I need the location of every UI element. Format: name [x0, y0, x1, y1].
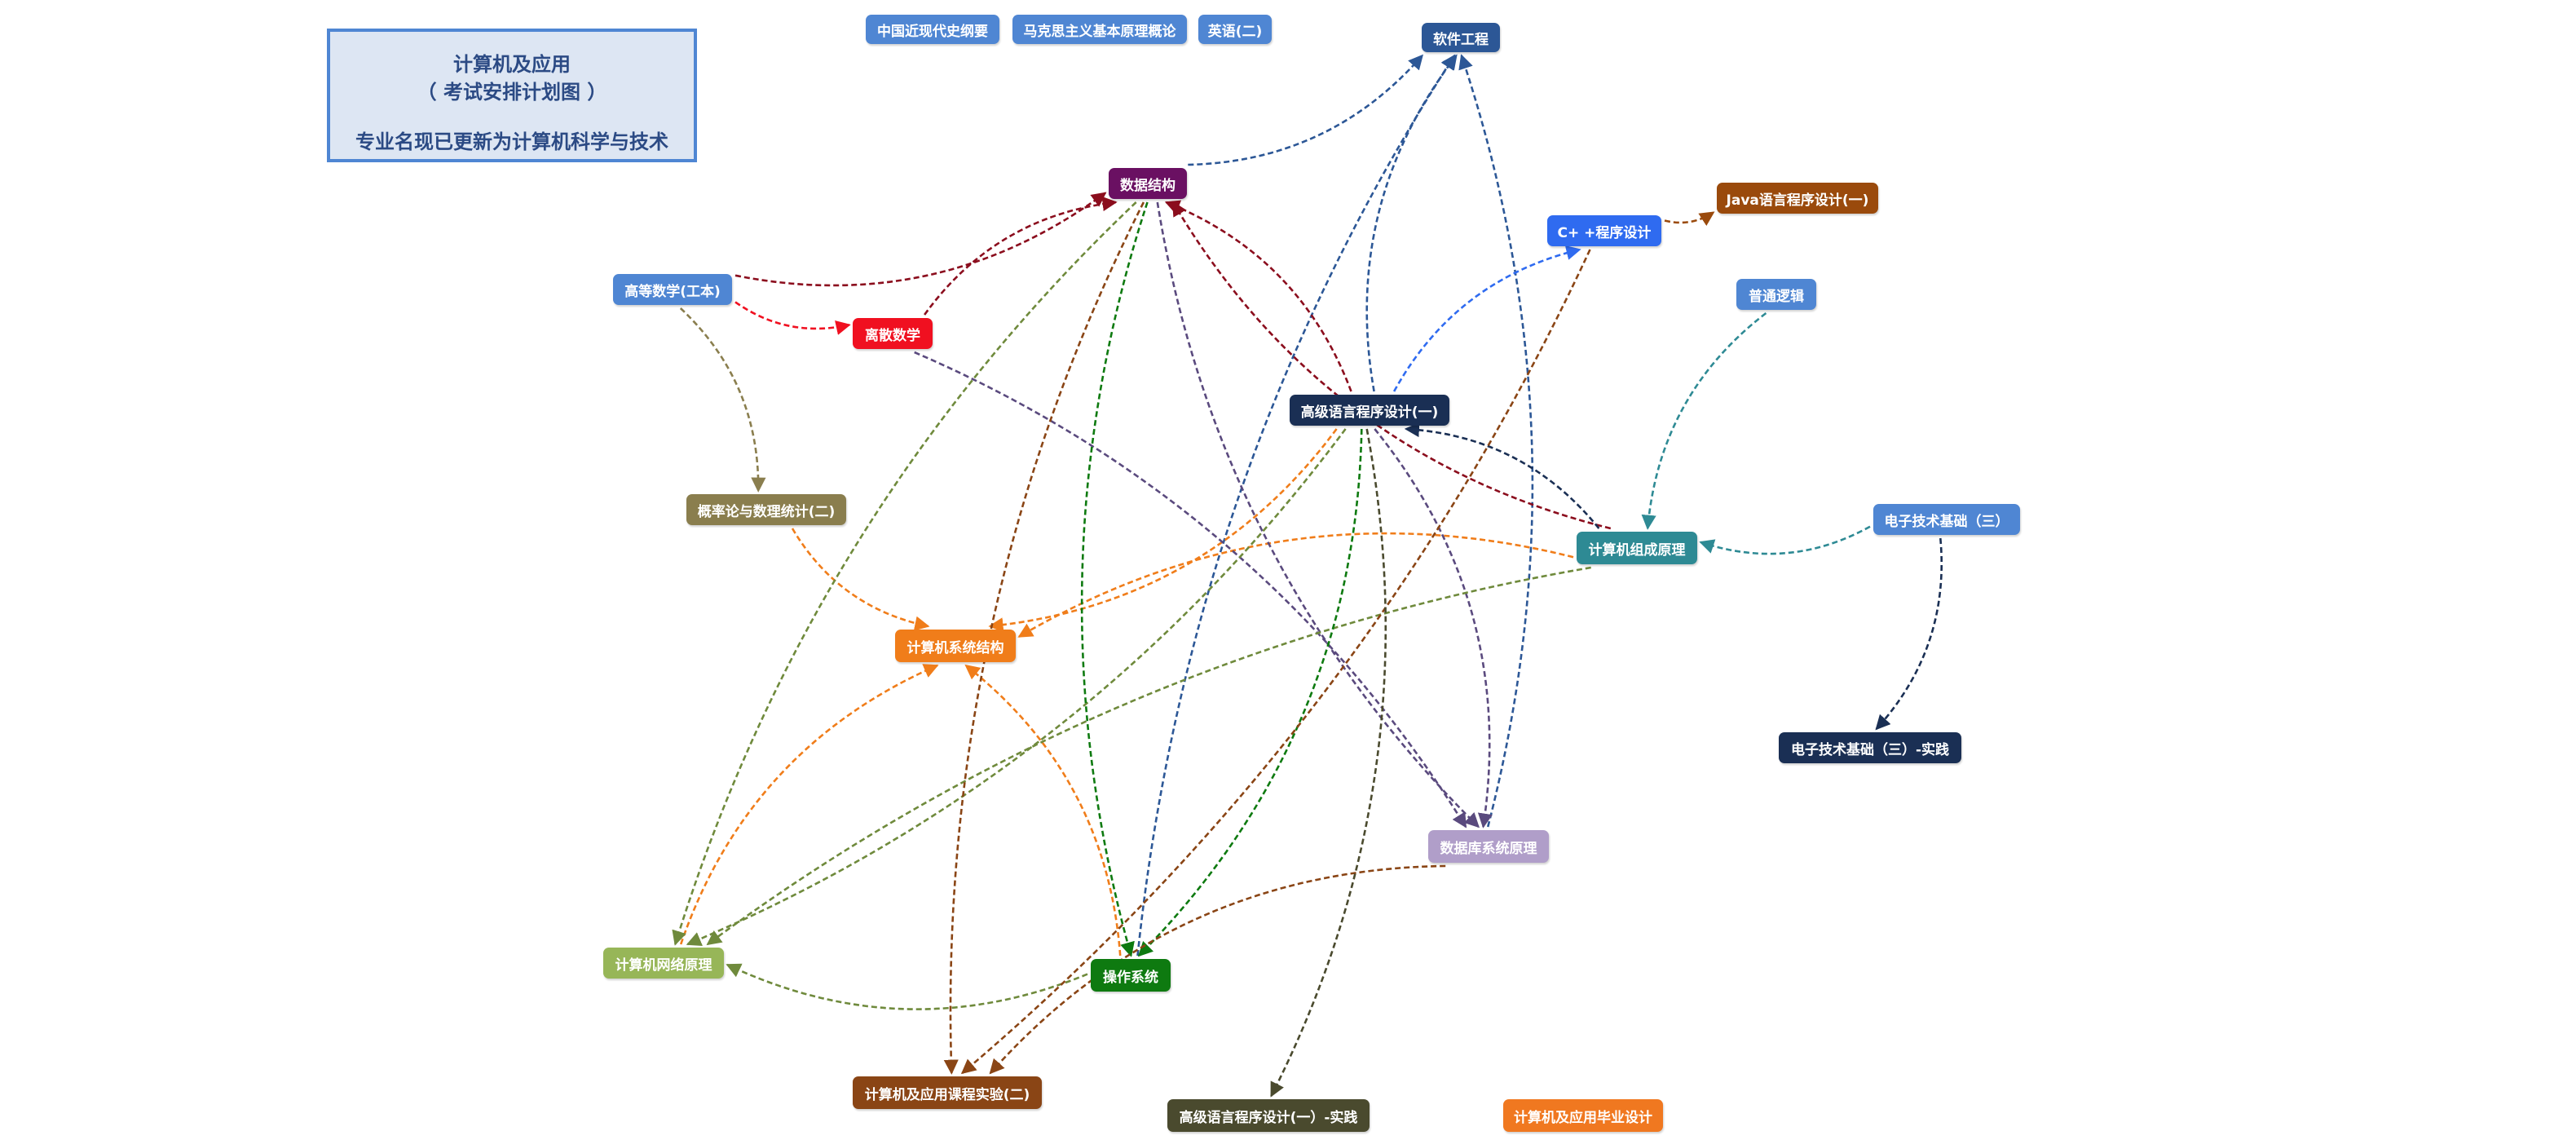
- course-node-caozuo[interactable]: 操作系统: [1091, 959, 1171, 992]
- edge-gaoshu-to-shuju: [734, 192, 1107, 287]
- course-node-jiegou[interactable]: 计算机系统结构: [895, 630, 1016, 662]
- edge-zucheng-to-jiegou: [1017, 532, 1574, 638]
- edge-lisan-to-shujuku: [914, 351, 1467, 828]
- course-node-ruanjian[interactable]: 软件工程: [1422, 23, 1500, 52]
- edge-shuju-to-ruanjian: [1188, 54, 1424, 166]
- title-line-2: （ 考试安排计划图 ）: [417, 81, 607, 104]
- course-node-yingyu[interactable]: 英语(二): [1198, 15, 1272, 44]
- course-node-shuju[interactable]: 数据结构: [1109, 168, 1187, 199]
- edge-caozuo-to-jiegou: [964, 664, 1122, 957]
- course-node-gaoji[interactable]: 高级语言程序设计(一): [1290, 395, 1449, 426]
- edge-shujuku-to-kecheng: [989, 864, 1446, 1075]
- edge-gaoji-to-caozuo: [1137, 428, 1363, 957]
- edge-gaoshu-to-lisan: [734, 301, 851, 335]
- course-node-shujuku[interactable]: 数据库系统原理: [1428, 830, 1549, 863]
- edge-putong-to-zucheng: [1641, 312, 1767, 530]
- edge-dianzi-to-dianzisj: [1875, 537, 1943, 731]
- title-line-1: 计算机及应用: [453, 53, 571, 76]
- edge-shuju-to-wangluo: [672, 201, 1137, 946]
- course-node-zucheng[interactable]: 计算机组成原理: [1577, 532, 1697, 564]
- edge-gaoji-to-shujuku: [1374, 428, 1493, 828]
- edge-gaoji-to-jiegou: [988, 428, 1338, 633]
- edge-zucheng-to-gaoji: [1404, 422, 1600, 529]
- course-node-dianzisj[interactable]: 电子技术基础（三）-实践: [1779, 732, 1961, 763]
- course-node-biye[interactable]: 计算机及应用毕业设计: [1503, 1099, 1663, 1132]
- course-node-putong[interactable]: 普通逻辑: [1736, 279, 1816, 310]
- course-node-cpp[interactable]: C+ +程序设计: [1547, 215, 1661, 246]
- edge-caozuo-to-wangluo: [726, 963, 1088, 1010]
- course-node-gaoshu[interactable]: 高等数学(工本): [613, 274, 732, 305]
- edge-shuju-to-kecheng: [943, 201, 1145, 1075]
- course-node-makesi[interactable]: 马克思主义基本原理概论: [1012, 15, 1187, 44]
- edge-gaoji-to-gaojisj: [1270, 428, 1387, 1098]
- edge-shuju-to-caozuo: [1080, 201, 1149, 957]
- edge-gaoji-to-ruanjian: [1365, 54, 1458, 392]
- edge-lisan-to-shuju: [924, 196, 1118, 316]
- edge-cpp-to-kecheng: [960, 249, 1591, 1075]
- edge-shuju-to-shujuku: [1156, 201, 1480, 828]
- edge-dianzi-to-zucheng: [1699, 525, 1871, 555]
- edge-gaoshu-to-gailv: [679, 307, 766, 493]
- course-node-dianzi[interactable]: 电子技术基础（三）: [1873, 504, 2020, 535]
- course-node-zhongguo[interactable]: 中国近现代史纲要: [866, 15, 999, 44]
- edge-caozuo-to-ruanjian: [1136, 54, 1456, 957]
- edge-gaoji-to-cpp: [1392, 245, 1581, 392]
- edge-cpp-to-java: [1664, 211, 1715, 226]
- edge-wangluo-to-jiegou: [679, 664, 939, 945]
- edge-gailv-to-jiegou: [791, 528, 930, 631]
- course-node-java[interactable]: Java语言程序设计(一): [1717, 183, 1878, 214]
- edge-zucheng-to-wangluo: [706, 566, 1591, 946]
- course-node-wangluo[interactable]: 计算机网络原理: [603, 948, 724, 979]
- edge-gaoji-to-wangluo: [686, 428, 1347, 947]
- course-node-gaojisj[interactable]: 高级语言程序设计(一）-实践: [1167, 1099, 1370, 1132]
- edge-gaoji-to-shuju: [1164, 200, 1352, 392]
- edge-shujuku-to-ruanjian: [1458, 54, 1534, 828]
- title-box: 计算机及应用 （ 考试安排计划图 ） 专业名现已更新为计算机科学与技术: [327, 29, 697, 162]
- course-node-gailv[interactable]: 概率论与数理统计(二): [686, 494, 846, 525]
- title-line-3: 专业名现已更新为计算机科学与技术: [355, 130, 668, 153]
- course-node-lisan[interactable]: 离散数学: [853, 318, 933, 349]
- course-node-kecheng[interactable]: 计算机及应用课程实验(二): [853, 1076, 1042, 1109]
